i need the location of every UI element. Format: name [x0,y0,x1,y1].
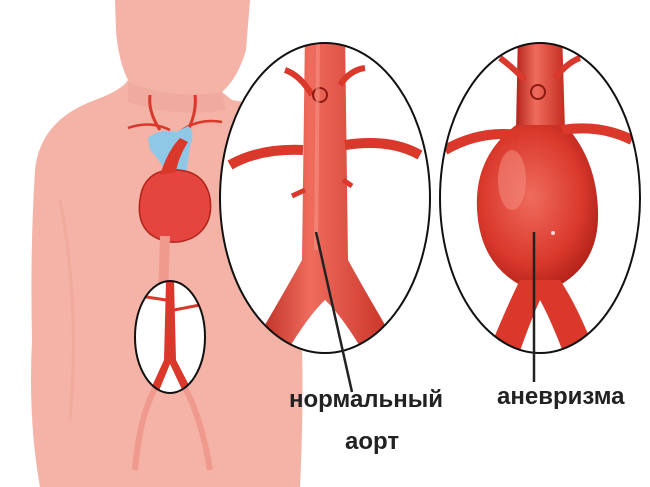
label-normal-line2: аорт [345,428,399,456]
label-aneurysm: аневризма [497,383,624,411]
lens-aneurysm [440,30,640,365]
heart-icon [139,170,210,242]
label-normal-line1: нормальный [289,386,443,414]
